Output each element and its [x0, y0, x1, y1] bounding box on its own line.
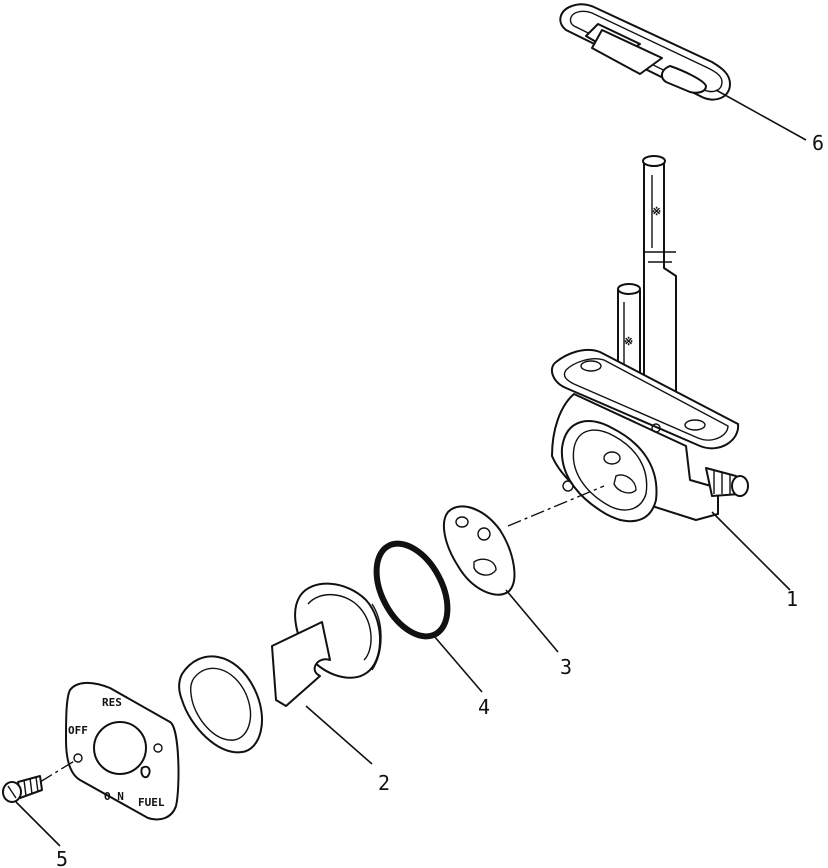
callout-2: 2	[378, 771, 390, 795]
plate-label-off: OFF	[68, 724, 88, 737]
callout-3: 3	[560, 655, 572, 679]
plate-label-on: O N	[104, 790, 124, 803]
leader-4	[433, 635, 483, 693]
pipe-hatch-mark: ※	[652, 205, 661, 218]
callout-4: 4	[478, 695, 490, 719]
lever-plate: RES OFF O N FUEL	[65, 682, 180, 821]
leader-5	[15, 801, 61, 847]
assembly-centerline	[507, 485, 605, 527]
leader-3	[505, 589, 559, 653]
plate-label-res: RES	[102, 696, 122, 709]
part-2-lever	[271, 582, 382, 707]
leader-6	[715, 89, 807, 141]
part-1-fuel-cock-body: ※ ※	[550, 155, 749, 523]
part-5-screw	[2, 775, 43, 803]
plate-label-fuel: FUEL	[138, 796, 165, 809]
screw-centerline	[39, 759, 77, 783]
part-4-o-ring	[373, 540, 451, 640]
pipe-hatch-mark-2: ※	[624, 335, 633, 348]
callout-5: 5	[56, 847, 68, 868]
callout-6: 6	[812, 131, 824, 155]
leader-1	[711, 511, 791, 591]
callout-1: 1	[786, 587, 798, 611]
leader-2	[305, 705, 373, 765]
part-3-valve-gasket	[442, 505, 516, 596]
part-6-gasket	[559, 3, 731, 101]
lever-seal-ring	[178, 655, 263, 754]
